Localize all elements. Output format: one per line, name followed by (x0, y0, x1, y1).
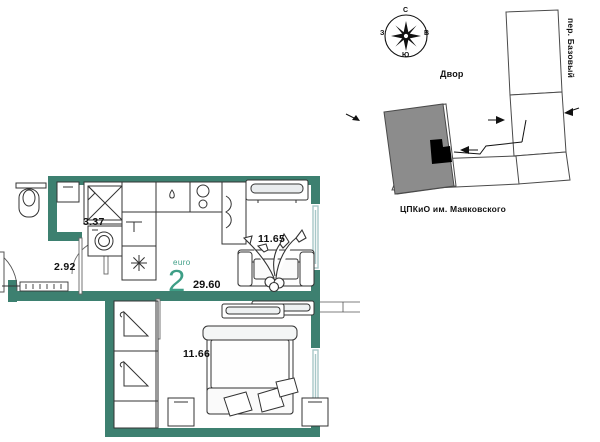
euro-layout-label: euro (173, 258, 191, 267)
apartment-summary: euro 2 29.60 (165, 258, 255, 306)
apartment-marker (430, 139, 452, 164)
entry-door-leaf (0, 251, 5, 293)
compass-rose-graphic (384, 14, 428, 58)
site-arrows (345, 107, 580, 155)
hall-door-jamb (78, 237, 83, 295)
wardrobe-icon (113, 300, 159, 429)
plant-icon (242, 228, 307, 293)
bedroom-area-label: 11.66 (183, 348, 211, 360)
compass-north-label: С (403, 7, 409, 14)
bathroom-fixtures (15, 181, 127, 257)
shelf-icon (221, 303, 285, 319)
room-count-label: 2 (168, 263, 186, 298)
site-plan: С В Ю З Двор ЦПКиО им. Маяковского пер. … (330, 0, 600, 230)
toilet-icon (18, 188, 40, 218)
living-room-area-label: 11.65 (258, 233, 286, 245)
compass-west-label: З (380, 30, 385, 37)
highlighted-building (383, 103, 455, 195)
hallway-area-label: 2.92 (54, 261, 76, 273)
fridge-icon (131, 255, 147, 271)
nightstand-icon (167, 397, 329, 427)
radiator-icon (2, 281, 69, 292)
compass-rose: С В Ю З (378, 7, 434, 64)
floor-plan-graphic (0, 176, 360, 437)
bathroom-area-label: 3.37 (83, 216, 105, 228)
balcony-ledges (320, 301, 360, 313)
bedroom-furniture (113, 300, 329, 429)
washing-machine-icon (87, 225, 123, 257)
park-label: ЦПКиО им. Маяковского (400, 204, 507, 214)
total-area-label: 29.60 (193, 279, 221, 291)
compass-east-label: В (424, 30, 430, 37)
kitchen-fixtures (121, 181, 247, 281)
street-label: пер. Базовый (566, 18, 576, 79)
bed-icon (202, 325, 299, 417)
stove-icon (189, 181, 223, 213)
courtyard-label: Двор (440, 69, 464, 79)
apartment-floor-plan (0, 160, 360, 437)
compass-south-label: Ю (402, 52, 410, 59)
console-table-icon (245, 179, 309, 203)
sink-icon (56, 181, 80, 203)
site-plan-graphic (345, 9, 580, 195)
